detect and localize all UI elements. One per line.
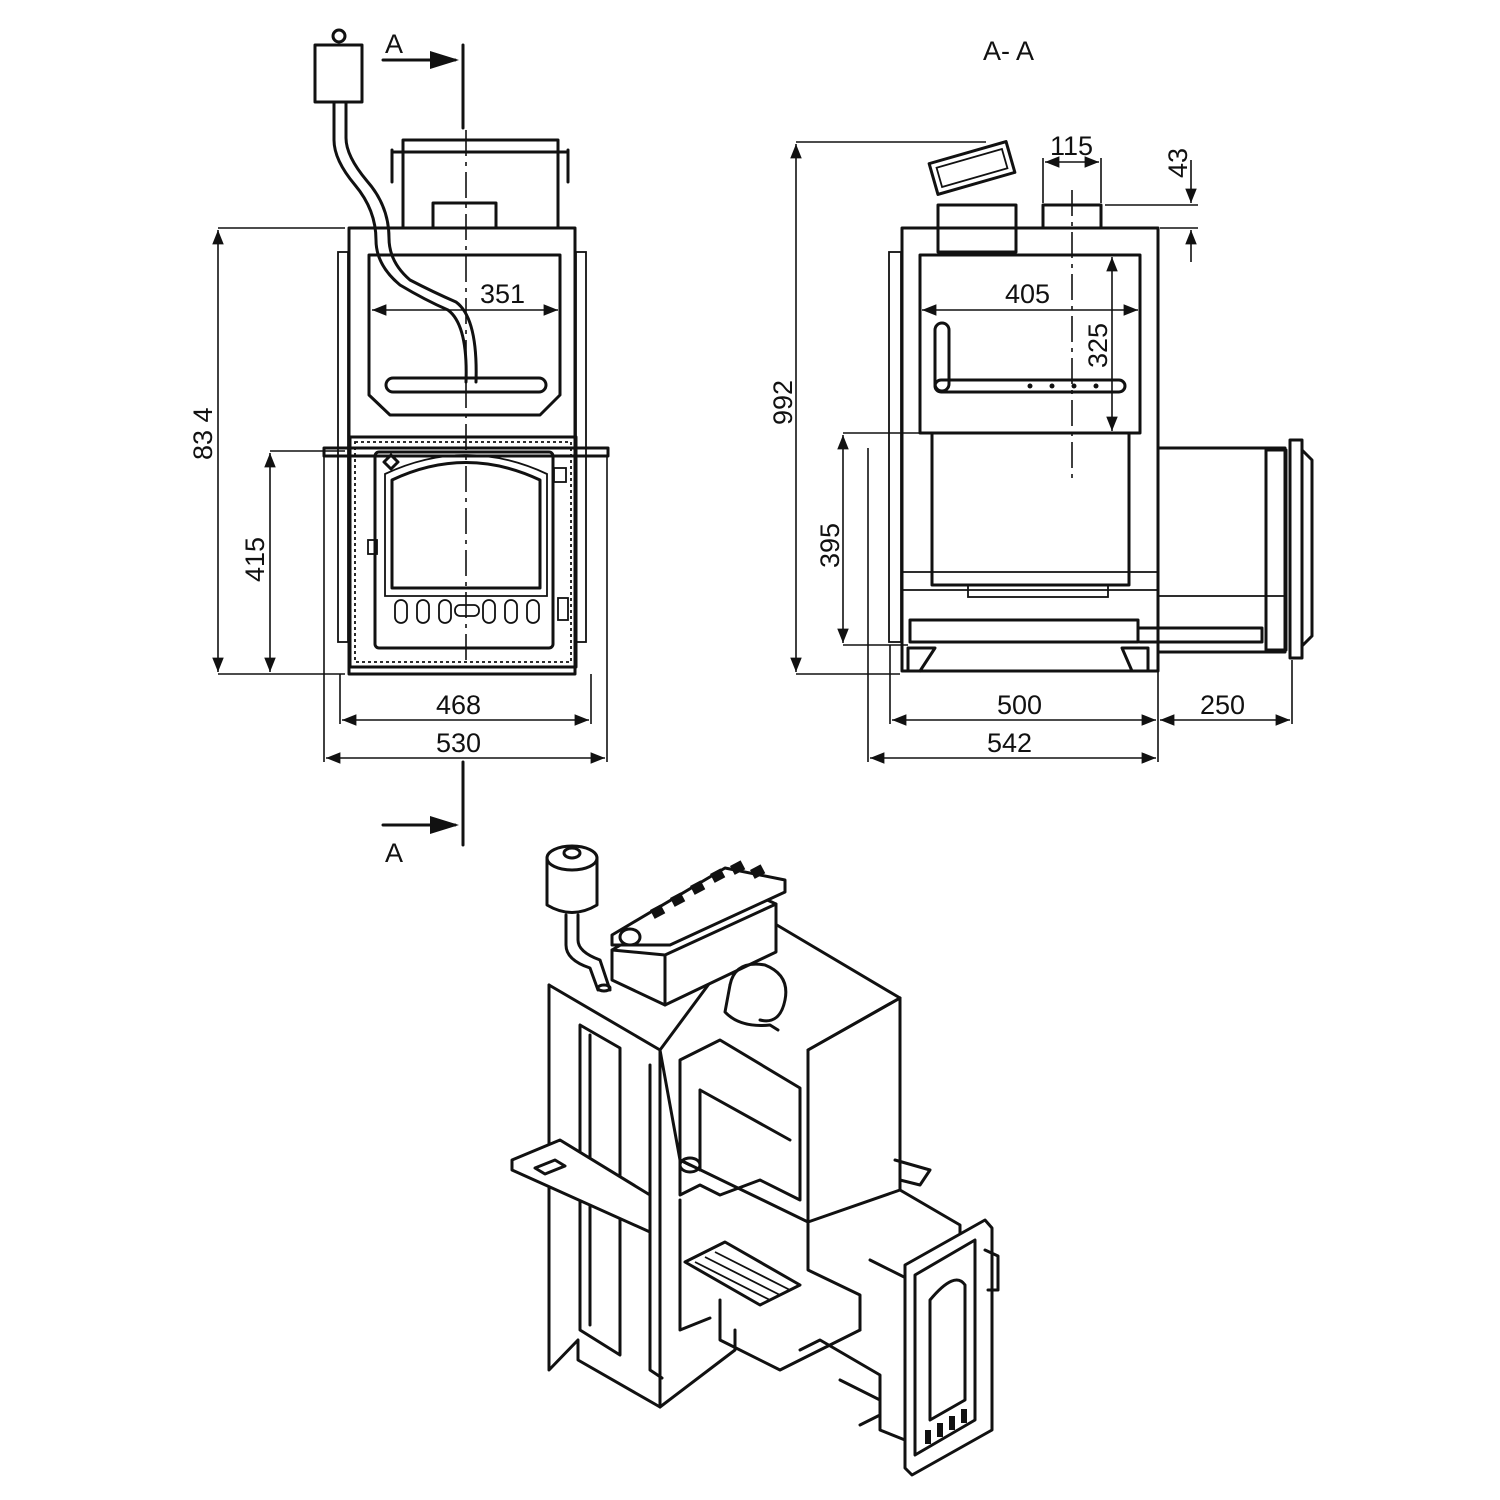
section-view: 992 395 405 325 115 43 xyxy=(768,131,1314,764)
section-tunnel-door xyxy=(1288,438,1304,660)
dim-body-depth: 500 xyxy=(997,690,1042,720)
section-title: A- A xyxy=(983,36,1034,66)
expansion-tank xyxy=(313,28,478,384)
dim-body-width: 468 xyxy=(436,690,481,720)
door-mounting-flange xyxy=(322,446,610,458)
section-dimensions: 992 395 405 325 115 43 xyxy=(768,131,1293,764)
dim-overall-depth: 542 xyxy=(987,728,1032,758)
dim-overall-width: 530 xyxy=(436,728,481,758)
section-arrow-icon xyxy=(430,51,459,69)
chimney-stub xyxy=(431,201,498,230)
iso-firebox-cut xyxy=(678,1038,802,1202)
door-glass xyxy=(390,461,542,590)
door-latch xyxy=(382,453,400,471)
dim-section-tank-width: 405 xyxy=(1005,279,1050,309)
dim-pipe-offset: 43 xyxy=(1163,148,1193,178)
water-tank xyxy=(367,253,562,417)
air-vents xyxy=(394,599,540,624)
fire-door xyxy=(373,450,555,650)
isometric-view xyxy=(510,844,1000,1477)
dim-section-tank-height: 325 xyxy=(1083,323,1113,368)
iso-expansion-tank xyxy=(545,844,612,993)
iso-chimney-hole xyxy=(728,962,788,1023)
stone-box-handles xyxy=(390,148,570,184)
door-frame xyxy=(348,435,578,669)
section-firebox xyxy=(930,431,1131,587)
dim-section-overall-height: 992 xyxy=(768,380,798,425)
front-view: 83 4 415 351 468 530 xyxy=(188,28,610,764)
dim-front-overall-height: 83 4 xyxy=(188,407,218,460)
dim-tunnel-length: 250 xyxy=(1200,690,1245,720)
iso-tunnel-door xyxy=(903,1218,1000,1477)
iso-stone-box xyxy=(610,860,787,1007)
expansion-tank-icon xyxy=(313,43,364,104)
dim-firebox-height: 395 xyxy=(815,523,845,568)
section-arrow-icon xyxy=(430,816,459,834)
iso-grate xyxy=(683,1240,802,1307)
section-ash-pan xyxy=(908,618,1140,644)
dim-pipe-diameter: 115 xyxy=(1050,131,1093,161)
front-dimensions: 83 4 415 351 468 530 xyxy=(188,227,608,764)
section-label-top: A xyxy=(385,29,403,59)
section-stone-box xyxy=(927,140,1017,196)
section-mark-top: A xyxy=(381,29,465,130)
section-mark-bottom: A xyxy=(381,760,465,868)
dim-front-tank-width: 351 xyxy=(480,279,525,309)
section-label-bottom: A xyxy=(385,838,403,868)
dim-door-height: 415 xyxy=(240,537,270,582)
